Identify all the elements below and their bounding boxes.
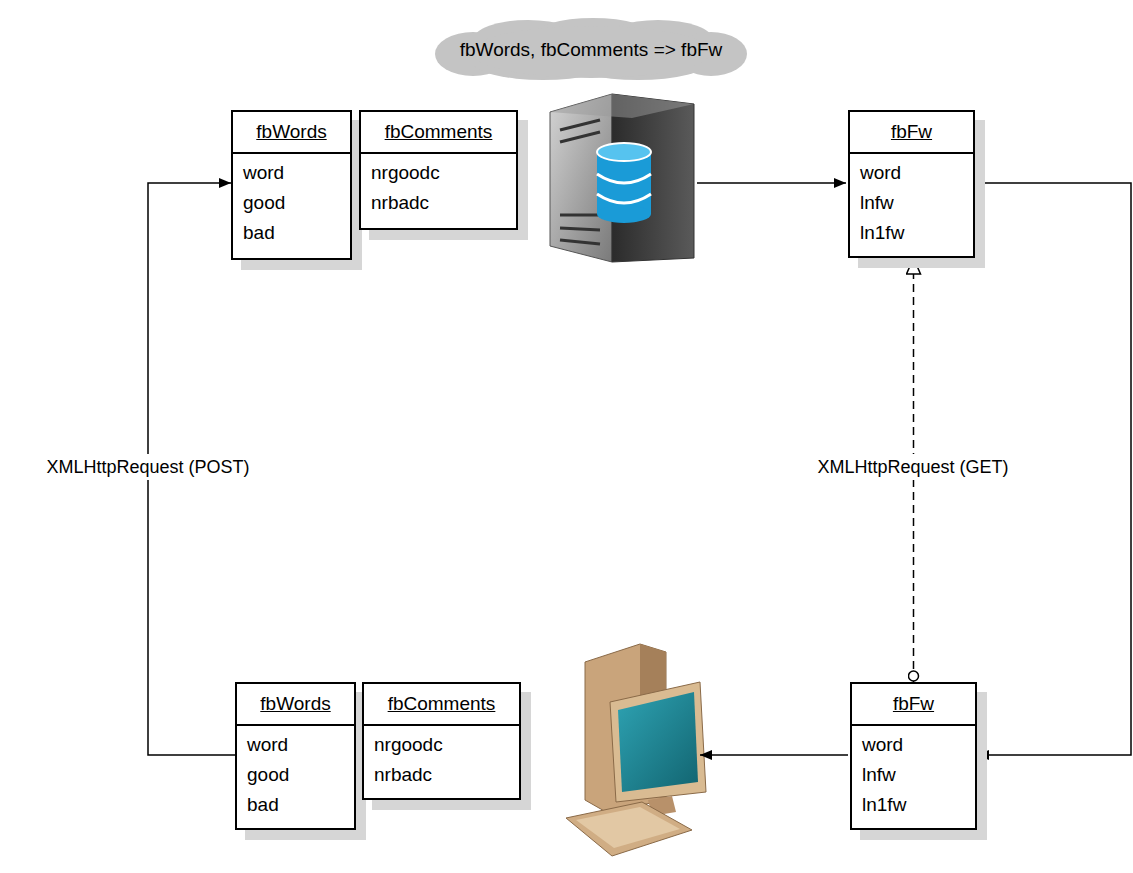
table-box: fbCommentsnrgoodc nrbadc xyxy=(362,682,521,800)
server-arrow xyxy=(697,182,846,184)
computer-arrow xyxy=(700,754,848,756)
field-list: nrgoodc nrbadc xyxy=(364,726,453,796)
table-name: fbFw xyxy=(850,112,973,154)
field-list: word lnfw ln1fw xyxy=(852,726,916,826)
table-name: fbComments xyxy=(361,112,516,154)
field-list: word lnfw ln1fw xyxy=(850,154,914,254)
edge-label: XMLHttpRequest (GET) xyxy=(813,454,1012,480)
table-name: fbFw xyxy=(852,684,975,726)
edge-label: XMLHttpRequest (POST) xyxy=(42,454,253,480)
cloud-note: fbWords, fbComments => fbFw xyxy=(433,18,749,82)
field-list: word good bad xyxy=(233,154,295,254)
computer-icon xyxy=(566,644,706,856)
field-list: nrgoodc nrbadc xyxy=(361,154,450,224)
note-text: fbWords, fbComments => fbFw xyxy=(436,39,747,61)
server-icon xyxy=(550,94,694,262)
table-name: fbWords xyxy=(233,112,350,154)
field-list: word good bad xyxy=(237,726,299,826)
table-box: fbFwword lnfw ln1fw xyxy=(848,110,975,258)
table-box: fbFwword lnfw ln1fw xyxy=(850,682,977,830)
table-box: fbCommentsnrgoodc nrbadc xyxy=(359,110,518,230)
table-box: fbWordsword good bad xyxy=(231,110,352,260)
table-name: fbWords xyxy=(237,684,354,726)
table-box: fbWordsword good bad xyxy=(235,682,356,830)
table-name: fbComments xyxy=(364,684,519,726)
